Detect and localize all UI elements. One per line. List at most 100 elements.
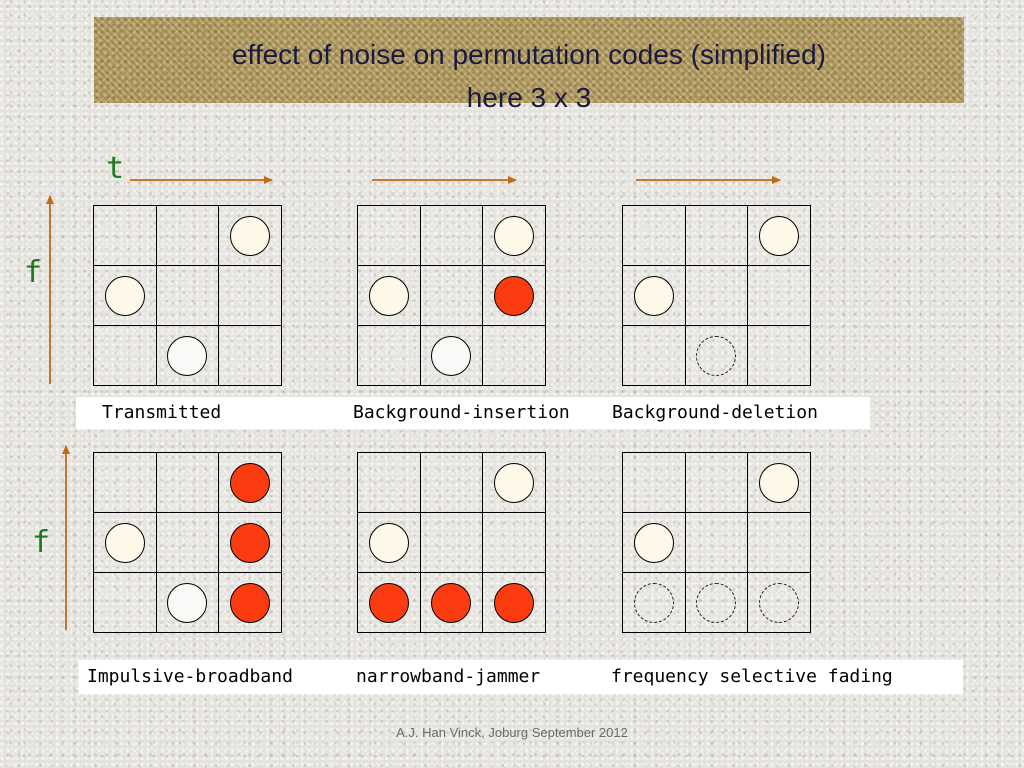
grid-cell — [94, 206, 157, 266]
transmitted-symbol-dot — [167, 582, 208, 623]
caption-box-top: Transmitted Background-insertion Backgro… — [76, 397, 870, 429]
transmitted-symbol-dot — [494, 462, 535, 503]
grid-cell — [483, 206, 546, 266]
grid-cell — [748, 266, 811, 326]
grid-cell — [358, 266, 421, 326]
grid-cell — [358, 453, 421, 513]
grid-cell — [420, 206, 484, 266]
grid-cell — [156, 453, 220, 513]
title-line-2: here 3 x 3 — [466, 82, 592, 113]
noise-dot — [494, 582, 535, 623]
caption-impulsive-broadband: Impulsive-broadband — [87, 666, 293, 687]
grid-cell — [685, 513, 749, 573]
grid-cell — [748, 573, 811, 633]
erased-symbol-dot — [759, 582, 800, 623]
transmitted-symbol-dot — [759, 215, 800, 256]
grid-cell — [94, 513, 157, 573]
grid-cell — [420, 573, 484, 633]
transmitted-symbol-dot — [368, 275, 409, 316]
grid-cell — [358, 573, 421, 633]
transmitted-symbol-dot — [633, 522, 674, 563]
grid-cell — [420, 453, 484, 513]
grid-cell — [685, 266, 749, 326]
grid-cell — [483, 573, 546, 633]
transmitted-symbol-dot — [494, 215, 535, 256]
erased-symbol-dot — [633, 582, 674, 623]
caption-background-deletion: Background-deletion — [612, 402, 818, 423]
grid-cell — [358, 326, 421, 386]
grid-cell — [420, 266, 484, 326]
grid-cell — [685, 453, 749, 513]
time-axis-label: t — [106, 151, 125, 186]
transmitted-symbol-dot — [104, 275, 145, 316]
grid-cell — [748, 206, 811, 266]
grid-cell — [483, 266, 546, 326]
grid-cell — [420, 326, 484, 386]
transmitted-symbol-dot — [759, 462, 800, 503]
grid-cell — [623, 573, 686, 633]
grid-impulsive-broadband — [93, 452, 282, 633]
transmitted-symbol-dot — [230, 215, 271, 256]
caption-narrowband-jammer: narrowband-jammer — [356, 666, 541, 687]
grid-background-deletion — [622, 205, 811, 386]
grid-cell — [420, 513, 484, 573]
caption-frequency-selective-fading: frequency selective fading — [611, 666, 893, 687]
grid-cell — [219, 326, 282, 386]
grid-cell — [623, 513, 686, 573]
erased-symbol-dot — [696, 335, 737, 376]
grid-cell — [483, 453, 546, 513]
grid-cell — [623, 453, 686, 513]
title-line-1: effect of noise on permutation codes (si… — [231, 39, 826, 70]
transmitted-symbol-dot — [167, 335, 208, 376]
grid-cell — [685, 206, 749, 266]
grid-cell — [748, 326, 811, 386]
grid-cell — [623, 206, 686, 266]
grid-cell — [94, 326, 157, 386]
noise-dot — [230, 522, 271, 563]
grid-cell — [483, 326, 546, 386]
grid-background-insertion — [357, 205, 546, 386]
grid-frequency-selective-fading — [622, 452, 811, 633]
grid-cell — [219, 573, 282, 633]
noise-dot — [368, 582, 409, 623]
grid-cell — [748, 453, 811, 513]
grid-cell — [94, 266, 157, 326]
grid-cell — [156, 266, 220, 326]
grid-cell — [156, 206, 220, 266]
grid-cell — [156, 573, 220, 633]
grid-cell — [219, 266, 282, 326]
grid-cell — [623, 326, 686, 386]
erased-symbol-dot — [696, 582, 737, 623]
grid-cell — [156, 513, 220, 573]
noise-dot — [431, 582, 472, 623]
grid-cell — [94, 453, 157, 513]
grid-cell — [94, 573, 157, 633]
grid-cell — [219, 513, 282, 573]
transmitted-symbol-dot — [431, 335, 472, 376]
title-banner: effect of noise on permutation codes (si… — [94, 17, 964, 113]
grid-cell — [685, 573, 749, 633]
noise-dot — [230, 582, 271, 623]
grid-cell — [156, 326, 220, 386]
grid-cell — [219, 453, 282, 513]
caption-transmitted: Transmitted — [102, 402, 222, 423]
grid-cell — [358, 206, 421, 266]
grid-cell — [483, 513, 546, 573]
caption-box-bottom: Impulsive-broadband narrowband-jammer fr… — [79, 660, 963, 694]
grid-cell — [219, 206, 282, 266]
grid-narrowband-jammer — [357, 452, 546, 633]
transmitted-symbol-dot — [368, 522, 409, 563]
noise-dot — [494, 275, 535, 316]
transmitted-symbol-dot — [633, 275, 674, 316]
footer-credit: A.J. Han Vinck, Joburg September 2012 — [396, 725, 628, 740]
frequency-axis-label-bottom: f — [32, 525, 51, 560]
frequency-axis-label-top: f — [24, 255, 43, 290]
noise-dot — [230, 462, 271, 503]
transmitted-symbol-dot — [104, 522, 145, 563]
grid-cell — [623, 266, 686, 326]
grid-cell — [748, 513, 811, 573]
caption-background-insertion: Background-insertion — [353, 402, 570, 423]
grid-cell — [358, 513, 421, 573]
grid-cell — [685, 326, 749, 386]
